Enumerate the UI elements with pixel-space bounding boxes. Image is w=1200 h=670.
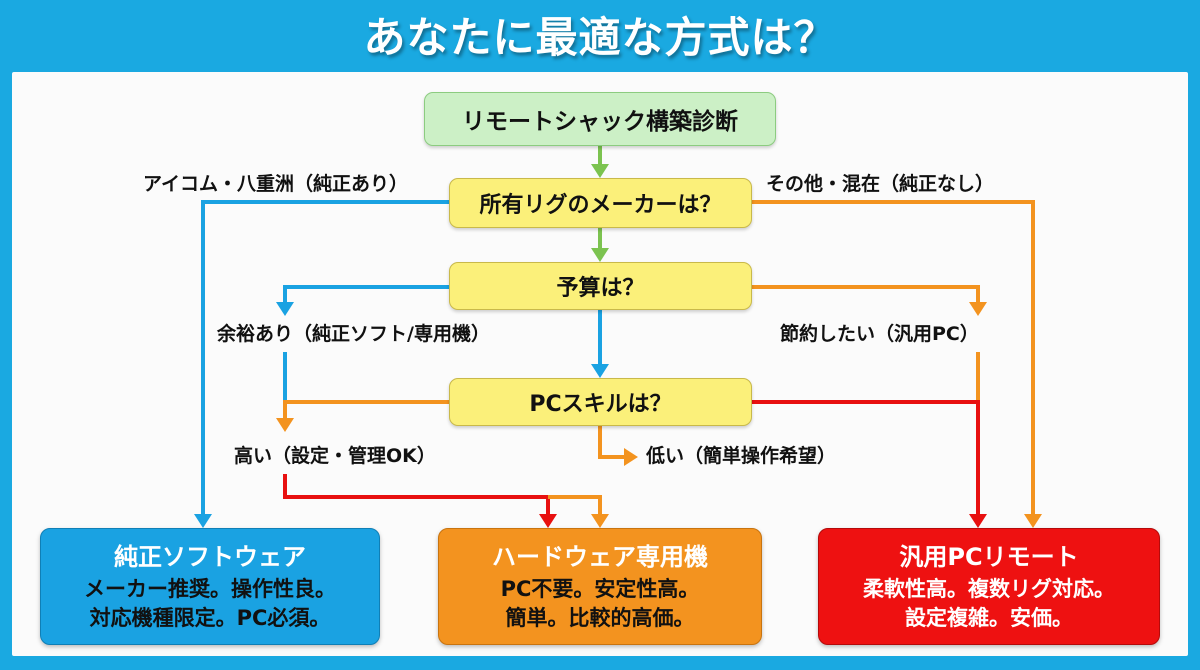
arrow-maker-yes: [194, 200, 449, 528]
result-line: PC不要。安定性高。: [500, 576, 700, 601]
branch-label-skill-low: 低い（簡単操作希望）: [646, 445, 837, 467]
result-title: 純正ソフトウェア: [114, 542, 306, 571]
start-node: リモートシャック構築診断: [424, 92, 776, 146]
result-dedicated-hardware: ハードウェア専用機 PC不要。安定性高。 簡単。比較的高価。: [438, 528, 762, 645]
branch-label-skill-high: 高い（設定・管理OK）: [234, 445, 436, 467]
arrow-skill-low: [598, 426, 638, 466]
result-line: 対応機種限定。PC必須。: [89, 605, 331, 630]
result-vendor-software: 純正ソフトウェア メーカー推奨。操作性良。 対応機種限定。PC必須。: [40, 528, 380, 645]
question-maker: 所有リグのメーカーは？: [449, 178, 752, 228]
question-budget-label: 予算は？: [556, 276, 645, 301]
question-budget: 予算は？: [449, 262, 752, 310]
result-line: 簡単。比較的高価。: [505, 605, 695, 630]
result-title: 汎用PCリモート: [899, 542, 1079, 571]
result-title: ハードウェア専用機: [492, 542, 708, 571]
arrow-start-to-maker: [591, 146, 609, 178]
start-label: リモートシャック構築診断: [462, 109, 738, 135]
arrow-maker-no: [752, 200, 1042, 528]
arrow-budget-high: [276, 285, 449, 402]
question-skill-label: PCスキルは？: [529, 392, 672, 417]
result-line: メーカー推奨。操作性良。: [84, 576, 336, 601]
branch-label-maker-no: その他・混在（純正なし）: [766, 173, 995, 195]
question-skill: PCスキルは？: [449, 378, 752, 426]
arrow-maker-to-budget: [591, 228, 609, 262]
arrow-skill-to-generic: [752, 400, 987, 528]
question-maker-label: 所有リグのメーカーは？: [479, 193, 722, 218]
page-title: あなたに最適な方式は？: [363, 13, 837, 62]
result-line: 設定複雑。安価。: [905, 605, 1073, 630]
branch-label-budget-low: 節約したい（汎用PC）: [780, 323, 979, 345]
branch-label-maker-yes: アイコム・八重洲（純正あり）: [143, 173, 409, 195]
branch-label-budget-high: 余裕あり（純正ソフト/専用機）: [217, 323, 490, 345]
arrow-budget-low: [752, 285, 987, 402]
result-line: 柔軟性高。複数リグ対応。: [863, 576, 1115, 601]
arrow-skill-high-to-hardware: [283, 474, 557, 528]
arrow-budget-to-skill: [591, 310, 609, 378]
result-generic-pc-remote: 汎用PCリモート 柔軟性高。複数リグ対応。 設定複雑。安価。: [818, 528, 1160, 645]
arrow-skill-high: [276, 400, 449, 432]
arrow-skill-low-to-hardware: [548, 495, 609, 528]
